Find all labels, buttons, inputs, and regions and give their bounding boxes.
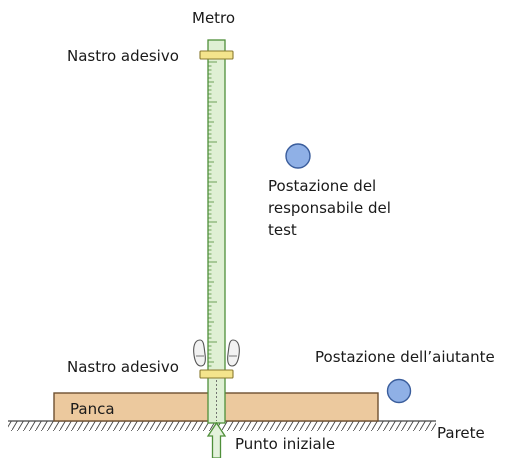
- tester-station-icon: [285, 143, 311, 169]
- adhesive-tape-bottom: [199, 369, 234, 379]
- tester-station-line-3: test: [268, 221, 297, 239]
- tester-station-line-2: responsabile del: [268, 199, 391, 217]
- tester-station-label: Postazione del responsabile del test: [268, 175, 428, 241]
- wall-label: Parete: [437, 424, 485, 442]
- tester-station-line-1: Postazione del: [268, 177, 377, 195]
- helper-station-label: Postazione dell’aiutante: [315, 348, 495, 366]
- tape-top-label: Nastro adesivo: [67, 47, 179, 65]
- title-label: Metro: [192, 9, 236, 27]
- tape-bottom-label: Nastro adesivo: [67, 358, 179, 376]
- bench-label: Panca: [70, 400, 115, 418]
- helper-station-icon: [386, 378, 412, 404]
- start-arrow-icon: [206, 421, 227, 458]
- adhesive-tape-top: [199, 50, 234, 60]
- start-point-label: Punto iniziale: [235, 435, 336, 453]
- footprints-icon: [193, 339, 240, 367]
- measuring-tape: [207, 39, 226, 424]
